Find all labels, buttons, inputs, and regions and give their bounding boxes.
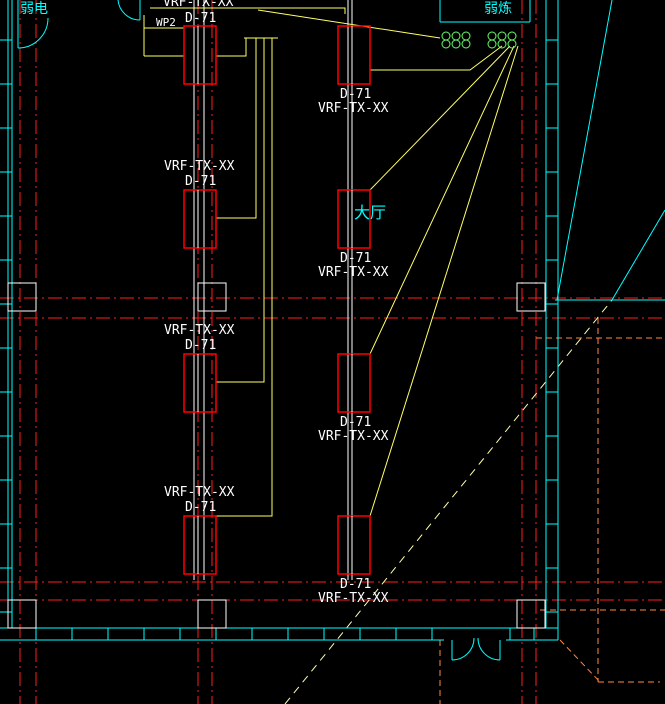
terminal-circle bbox=[441, 31, 451, 41]
indoor-units: VRF-TX-XXD-71VRF-TX-XXD-71VRF-TX-XXD-71D… bbox=[164, 25, 389, 606]
right-room-label: 弱炼 bbox=[484, 1, 512, 17]
terminal-circle bbox=[487, 39, 497, 49]
unit-body bbox=[183, 25, 217, 85]
terminal-circle bbox=[507, 39, 517, 49]
top-unit-code: D-71 bbox=[185, 11, 216, 26]
walls bbox=[0, 0, 665, 661]
unit-body bbox=[337, 515, 371, 575]
room-label-hall: 大厅 bbox=[354, 203, 386, 222]
terminal-circle bbox=[507, 31, 517, 41]
indoor-unit-left-1: VRF-TX-XXD-71 bbox=[164, 159, 235, 249]
terminal-blocks bbox=[441, 31, 517, 49]
diagonal-cyan-line-2 bbox=[611, 209, 665, 301]
unit-body bbox=[337, 189, 371, 249]
unit-code-label: D-71 bbox=[185, 174, 216, 189]
terminal-circle bbox=[441, 39, 451, 49]
diagonal-dashed-line bbox=[284, 299, 613, 704]
unit-model-label: VRF-TX-XX bbox=[318, 591, 389, 606]
terminal-circle bbox=[487, 31, 497, 41]
column-markers bbox=[7, 282, 546, 629]
unit-code-label: D-71 bbox=[340, 251, 371, 266]
unit-model-label: VRF-TX-XX bbox=[164, 159, 235, 174]
unit-model-label: VRF-TX-XX bbox=[318, 101, 389, 116]
terminal-circle bbox=[497, 31, 507, 41]
diagonal-cyan-line bbox=[556, 0, 613, 301]
unit-code-label: D-71 bbox=[340, 87, 371, 102]
terminal-circle bbox=[451, 39, 461, 49]
terminal-circle bbox=[497, 39, 507, 49]
indoor-unit-left-0 bbox=[183, 25, 217, 85]
weak-current-room-label: 弱电 bbox=[20, 1, 48, 17]
unit-model-label: VRF-TX-XX bbox=[318, 429, 389, 444]
top-unit-model: VRF-TX-XX bbox=[163, 0, 234, 10]
unit-model-label: VRF-TX-XX bbox=[318, 265, 389, 280]
indoor-unit-left-2: VRF-TX-XXD-71 bbox=[164, 323, 235, 413]
unit-body bbox=[337, 353, 371, 413]
unit-column-lines bbox=[193, 0, 353, 580]
unit-code-label: D-71 bbox=[340, 577, 371, 592]
terminal-circle bbox=[461, 39, 471, 49]
unit-body bbox=[183, 189, 217, 249]
wiring bbox=[143, 7, 519, 517]
unit-body bbox=[183, 515, 217, 575]
unit-body bbox=[337, 25, 371, 85]
unit-code-label: D-71 bbox=[340, 415, 371, 430]
unit-body bbox=[183, 353, 217, 413]
orange-dashed-lines bbox=[439, 318, 665, 704]
unit-model-label: VRF-TX-XX bbox=[164, 323, 235, 338]
unit-code-label: D-71 bbox=[185, 338, 216, 353]
wall-ticks bbox=[0, 39, 558, 640]
terminal-circle bbox=[461, 31, 471, 41]
terminal-circle bbox=[451, 31, 461, 41]
unit-code-label: D-71 bbox=[185, 500, 216, 515]
panel-tag: WP2 bbox=[156, 16, 176, 29]
unit-model-label: VRF-TX-XX bbox=[164, 485, 235, 500]
indoor-unit-left-3: VRF-TX-XXD-71 bbox=[164, 485, 235, 575]
